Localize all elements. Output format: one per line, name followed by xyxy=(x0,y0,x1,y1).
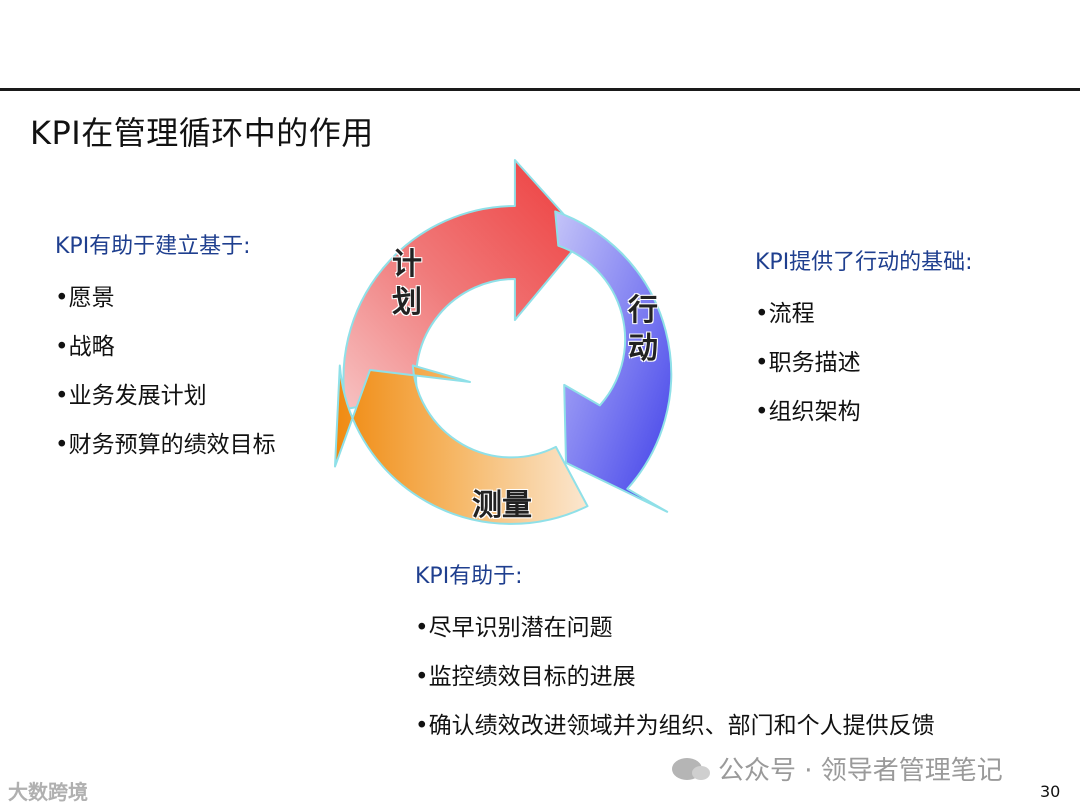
page-title: KPI在管理循环中的作用 xyxy=(30,114,374,152)
page-number: 30 xyxy=(1040,782,1061,801)
cycle-label-act: 行动 xyxy=(628,293,658,366)
cycle-label-measure: 测量 xyxy=(472,488,532,523)
plan-arrow xyxy=(342,159,585,410)
list-item: •流程 xyxy=(755,301,815,327)
cycle-label-plan: 计划 xyxy=(392,247,422,320)
list-item: •监控绩效目标的进展 xyxy=(415,664,636,690)
list-item: •尽早识别潜在问题 xyxy=(415,615,613,641)
list-item: •战略 xyxy=(55,334,115,360)
bottom-heading: KPI有助于: xyxy=(415,564,523,589)
right-heading: KPI提供了行动的基础: xyxy=(755,250,973,275)
list-item: •确认绩效改进领域并为组织、部门和个人提供反馈 xyxy=(415,713,935,739)
list-item: •愿景 xyxy=(55,285,115,311)
wechat-icon xyxy=(672,757,710,780)
list-item: •业务发展计划 xyxy=(55,383,207,409)
watermark-text: 公众号 · 领导者管理笔记 xyxy=(718,756,1003,786)
left-text-block: KPI有助于建立基于: •愿景 •战略 •业务发展计划 •财务预算的绩效目标 xyxy=(55,228,276,470)
right-text-block: KPI提供了行动的基础: •流程 •职务描述 •组织架构 xyxy=(755,244,973,437)
measure-arrow xyxy=(334,364,589,525)
cycle-diagram xyxy=(334,159,673,525)
act-arrow xyxy=(554,210,673,513)
list-item: •财务预算的绩效目标 xyxy=(55,432,276,458)
bottom-text-block: KPI有助于: •尽早识别潜在问题 •监控绩效目标的进展 •确认绩效改进领域并为… xyxy=(415,558,935,742)
watermark: 公众号 · 领导者管理笔记 xyxy=(672,750,1003,787)
list-item: •组织架构 xyxy=(755,399,861,425)
list-item: •职务描述 xyxy=(755,350,861,376)
top-rule xyxy=(0,88,1080,91)
left-heading: KPI有助于建立基于: xyxy=(55,234,251,259)
corner-logo: 大数跨境 xyxy=(8,780,88,804)
